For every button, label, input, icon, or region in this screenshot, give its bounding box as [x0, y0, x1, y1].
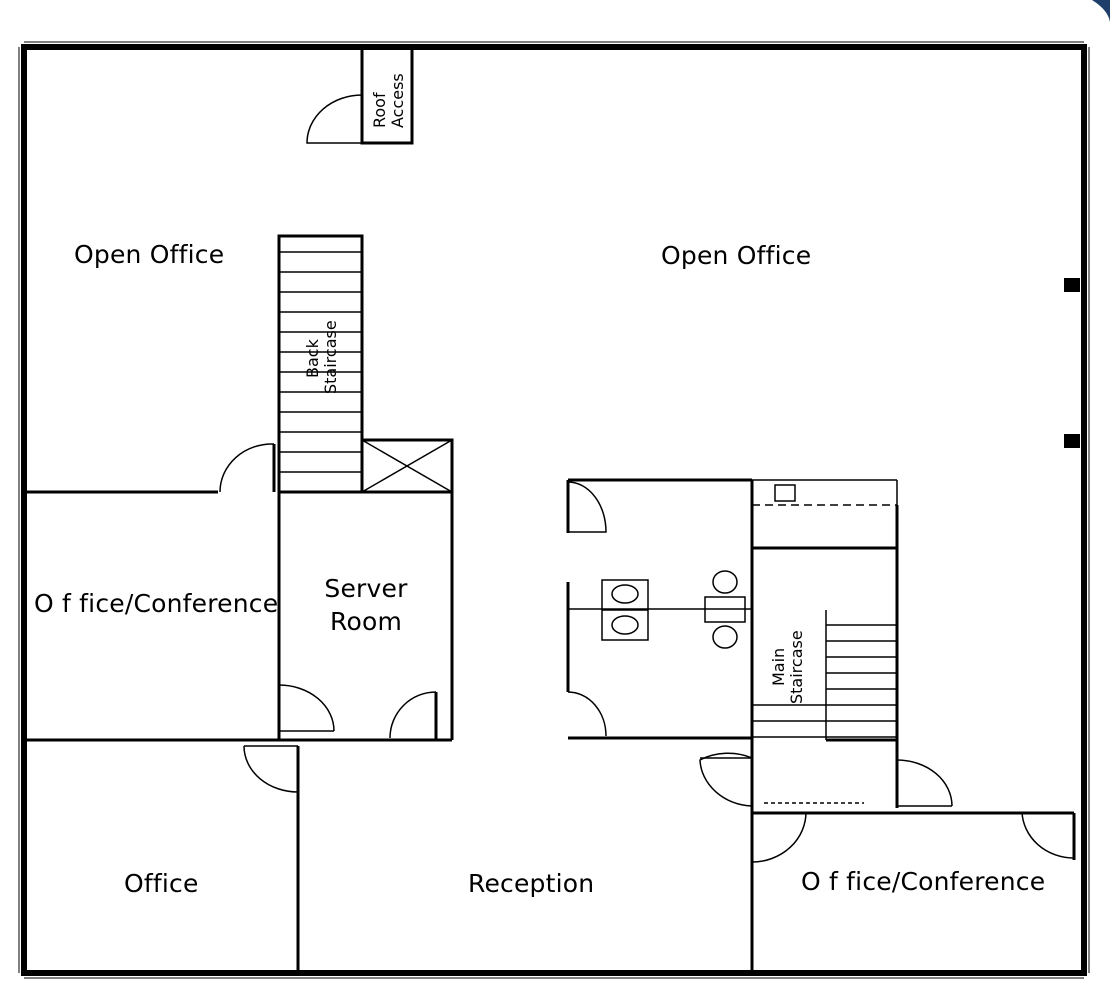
reception-label: Reception: [468, 869, 594, 898]
elevator-shaft: [360, 438, 454, 494]
open-office-right-label: Open Office: [661, 241, 811, 270]
office-conference-right-walls: [699, 752, 1076, 973]
wall-piers: [1064, 278, 1080, 448]
room-labels: RoofAccess Open Office Open Office BackS…: [34, 73, 1045, 898]
server-room-label-2: Room: [330, 607, 402, 636]
open-office-left-label: Open Office: [74, 240, 224, 269]
roof-access-label: RoofAccess: [370, 73, 407, 128]
office-walls: [243, 745, 300, 973]
office-conference-right-label: O f fice/Conference: [801, 867, 1045, 896]
main-staircase-label: MainStaircase: [769, 630, 806, 704]
server-room-walls: [279, 490, 454, 742]
office-conference-left-walls: [24, 443, 335, 742]
roof-access-room: [306, 45, 414, 145]
server-room-label: Server: [324, 574, 408, 603]
exterior-walls: [18, 41, 1090, 979]
back-staircase-label: BackStaircase: [303, 320, 340, 394]
office-conference-left-label: O f fice/Conference: [34, 589, 278, 618]
main-staircase: [750, 479, 899, 808]
office-label: Office: [124, 869, 199, 898]
corner-accent: [1092, 0, 1110, 22]
restroom-block: [566, 478, 752, 740]
